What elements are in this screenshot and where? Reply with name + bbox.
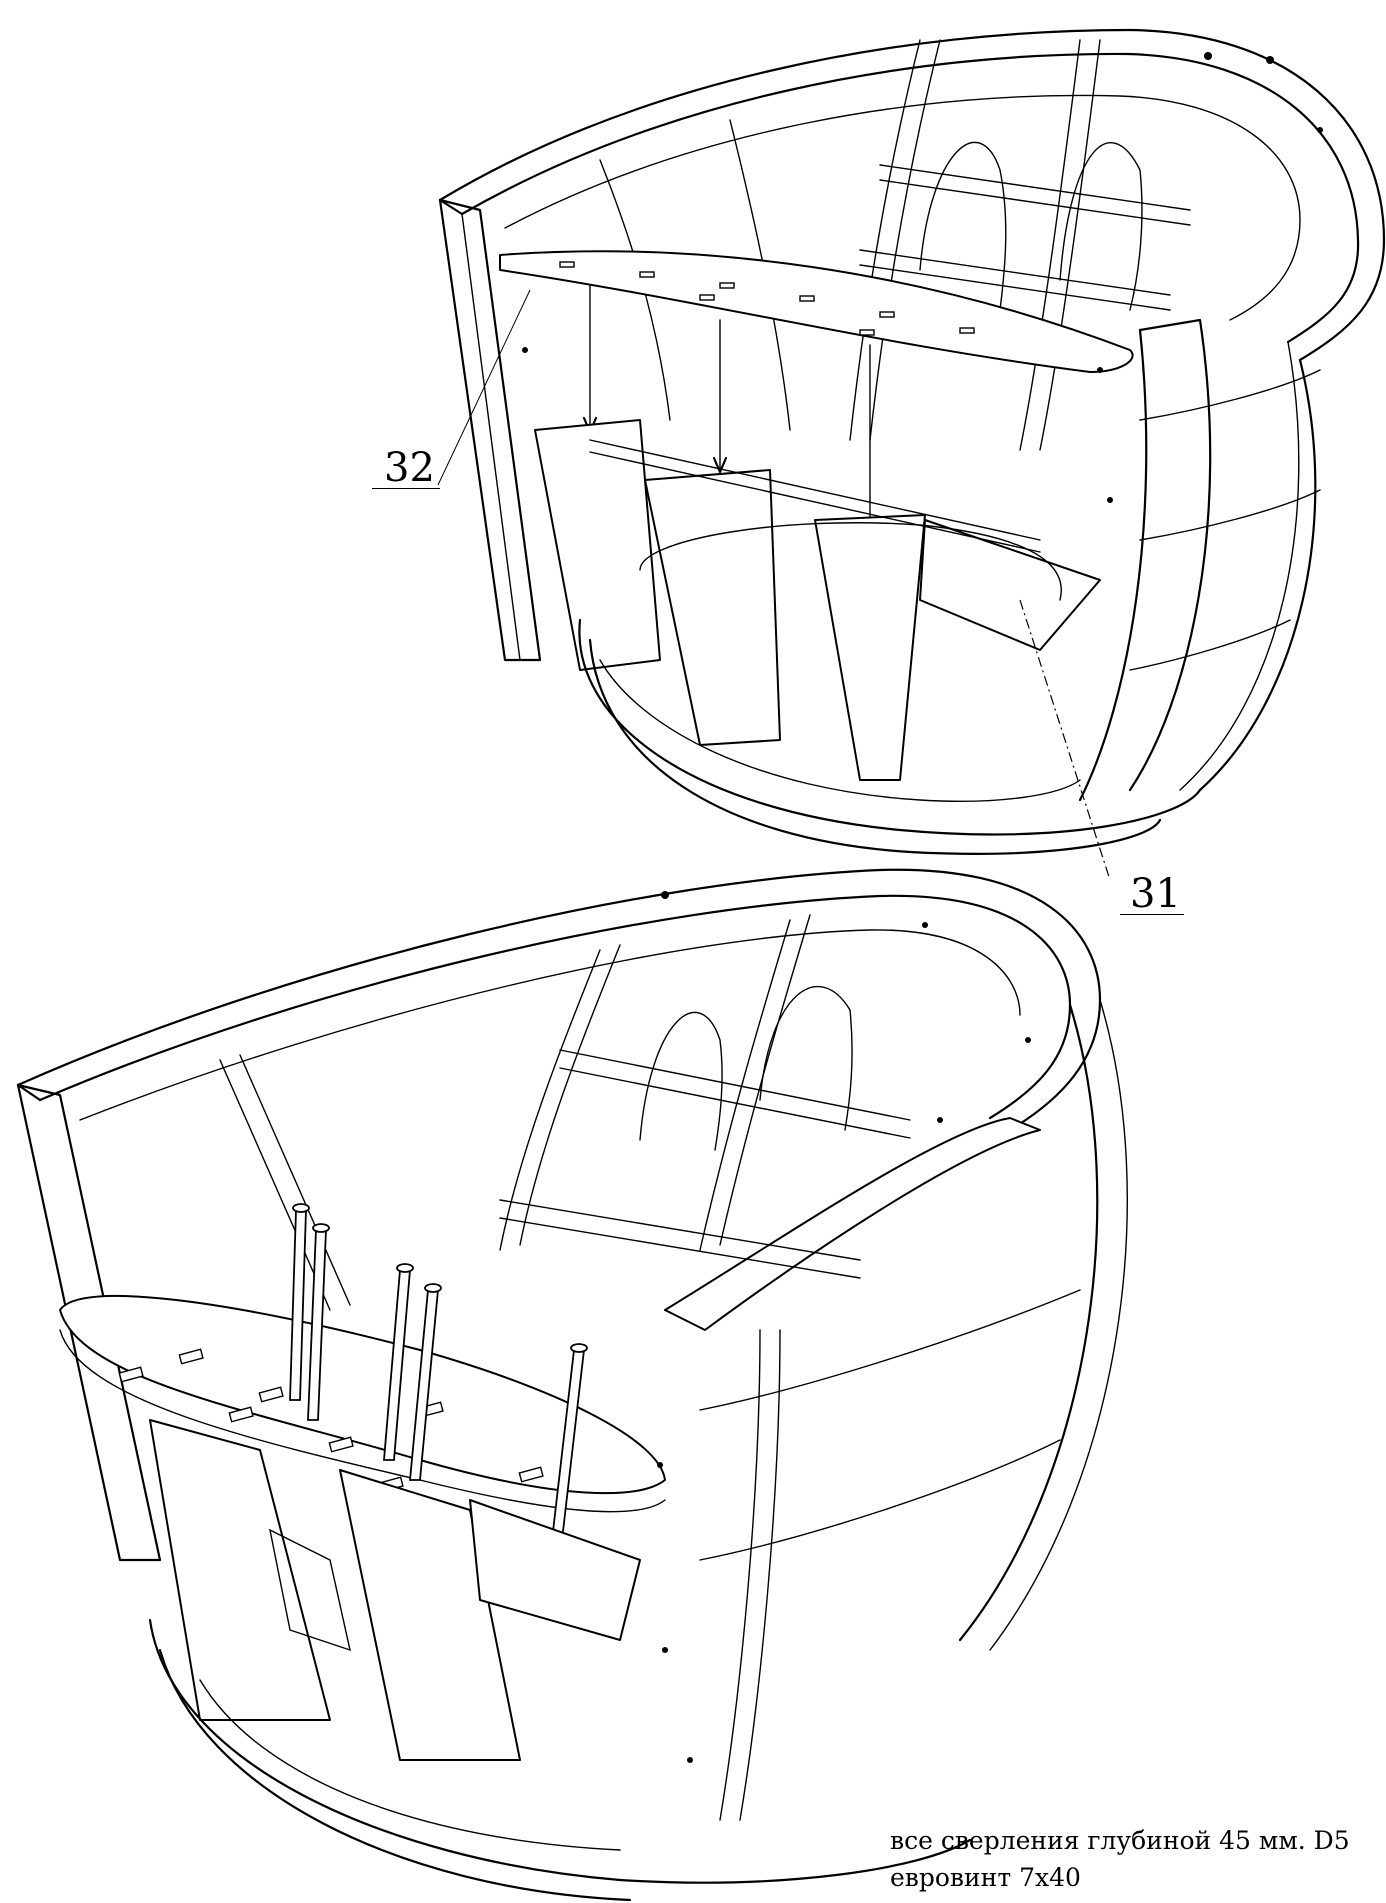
note-eurovint: евровинт 7х40 — [890, 1863, 1081, 1892]
callout-31: 31 — [1130, 871, 1181, 917]
callout-32: 32 — [384, 445, 435, 491]
note-drilling: все сверления глубиной 45 мм. D5 — [890, 1826, 1350, 1855]
exploded-view — [437, 28, 1386, 881]
euro-screws — [289, 1203, 588, 1541]
callout-32-underline — [372, 488, 440, 489]
callout-31-underline — [1120, 914, 1184, 915]
assembled-view — [16, 868, 1128, 1902]
